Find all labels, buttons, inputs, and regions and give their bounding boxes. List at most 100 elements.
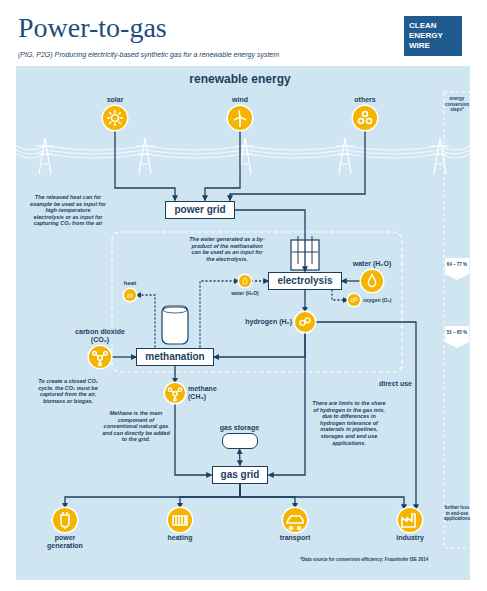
node-label: power generation — [37, 534, 93, 550]
decoration — [444, 92, 470, 548]
process-box: methanation — [136, 348, 213, 366]
icon — [53, 508, 77, 532]
icon — [89, 346, 111, 368]
decoration — [305, 318, 310, 323]
efficiency-value: 51 – 65 % — [445, 330, 469, 336]
decoration — [112, 232, 402, 372]
efficiency-value: 64 – 77 % — [445, 262, 469, 268]
connector — [332, 290, 348, 301]
icon — [168, 508, 192, 532]
icon — [398, 508, 422, 532]
icon-circle: water (H₂O) — [239, 275, 251, 287]
decoration — [93, 352, 97, 356]
power-line — [16, 150, 470, 154]
note: There are limits to the share of hydroge… — [312, 400, 386, 446]
column-note: further loss in end-use applications — [444, 505, 470, 522]
box-label: electrolysis — [277, 275, 332, 287]
decoration — [128, 294, 133, 299]
subtitle: (PtG, P2G) Producing electricity-based s… — [18, 50, 398, 59]
box-label: methanation — [145, 351, 204, 363]
section-heading: renewable energy — [180, 72, 300, 86]
decoration — [98, 356, 103, 361]
node-label: water (H₂O) — [347, 260, 397, 268]
node-label: water (H₂O) — [225, 289, 265, 297]
decoration — [162, 306, 188, 344]
decoration — [368, 275, 375, 287]
icon — [124, 289, 136, 301]
storage-tank: gas storage — [222, 433, 258, 449]
connector — [240, 484, 404, 510]
icon-circle: water (H₂O) — [361, 270, 383, 292]
decoration — [163, 307, 187, 313]
footnote: *Data source for conversion efficiency: … — [300, 557, 450, 563]
column-heading: energy conversion steps* — [444, 96, 470, 113]
node-label: solar — [95, 96, 135, 104]
decoration — [112, 115, 119, 122]
connector — [65, 484, 240, 509]
decoration — [287, 516, 303, 529]
decoration — [99, 363, 102, 366]
node-label: heating — [152, 534, 208, 542]
power-line — [16, 154, 470, 158]
decoration — [107, 110, 123, 126]
decoration — [234, 110, 246, 127]
icon — [361, 270, 383, 292]
decoration — [171, 391, 179, 399]
connector — [205, 130, 240, 201]
decoration — [104, 352, 108, 356]
process-box: power grid — [165, 201, 234, 219]
decoration — [402, 514, 415, 527]
connector — [230, 130, 365, 201]
note: Methane is the main component of convent… — [102, 410, 170, 443]
decoration — [445, 258, 469, 280]
decoration — [96, 355, 104, 363]
icon-circle: oxygen (O₂) — [348, 294, 360, 306]
connector — [175, 403, 212, 475]
icon-circle: heating — [168, 508, 192, 532]
icon-circle: solar — [103, 106, 127, 130]
note: To create a closed CO₂ cycle, the CO₂ mu… — [34, 378, 102, 404]
icon-circle: power generation — [53, 508, 77, 532]
decoration — [243, 278, 247, 285]
decoration — [173, 516, 187, 525]
node-label: hydrogen (H₂) — [232, 318, 292, 326]
decoration — [363, 112, 368, 117]
connector — [214, 332, 305, 357]
decoration — [168, 388, 171, 391]
icon-circle: heat — [124, 289, 136, 301]
node-label: oxygen (O₂) — [363, 296, 403, 304]
connector — [136, 295, 155, 348]
icon-circle: carbon dioxide (CO₂) — [89, 346, 111, 368]
icon-circle: industry — [398, 508, 422, 532]
process-box: electrolysis — [268, 272, 341, 290]
node-label: methane (CH₄) — [188, 385, 233, 401]
decoration — [351, 299, 354, 302]
icon — [103, 106, 127, 130]
power-pylon — [236, 138, 254, 174]
icon — [353, 106, 377, 130]
icon — [295, 312, 315, 332]
icon-circle: transport — [283, 508, 307, 532]
decoration — [178, 388, 181, 391]
decoration — [359, 119, 364, 124]
decoration — [173, 392, 177, 396]
connector — [269, 332, 306, 475]
power-line — [16, 146, 470, 150]
node-label: gas storage — [210, 424, 270, 432]
connector — [180, 484, 240, 509]
decoration — [367, 119, 372, 124]
edge-label: direct use — [366, 380, 412, 388]
decoration — [404, 16, 462, 56]
process-box: gas grid — [212, 466, 269, 484]
node-label: heat — [115, 279, 145, 287]
power-pylon — [36, 138, 54, 174]
note: The water generated as a by-product of t… — [188, 236, 266, 262]
node-label: others — [345, 96, 385, 104]
connector — [342, 280, 362, 281]
icon — [283, 508, 307, 532]
decoration — [174, 398, 177, 401]
connector — [115, 130, 175, 201]
logo-text: CLEAN ENERGY WIRE — [409, 21, 457, 51]
decoration — [300, 320, 305, 325]
